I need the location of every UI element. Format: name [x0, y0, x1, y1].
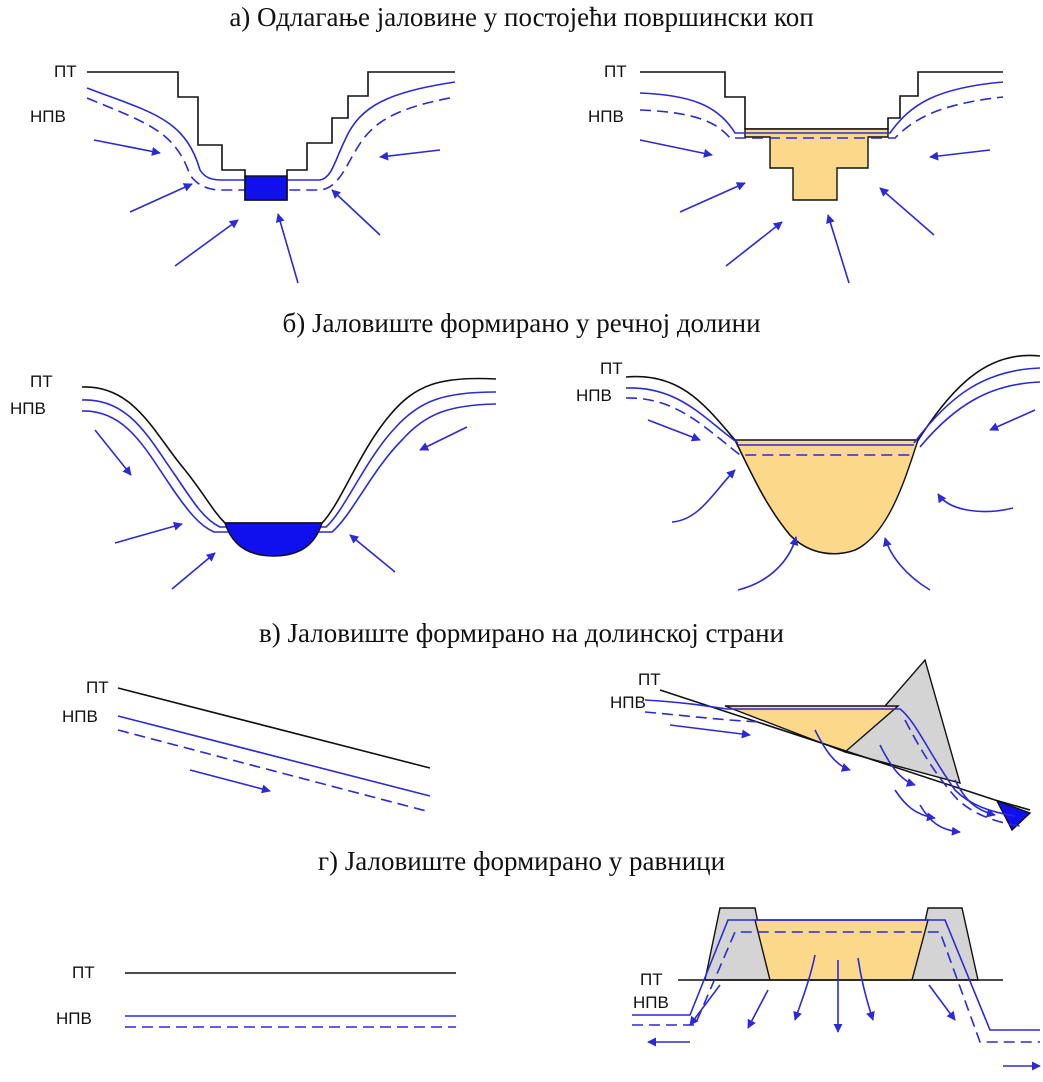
groundwater-level-line [632, 919, 1040, 1031]
seepage-arrow [928, 984, 956, 1021]
section-a-existing-pit: ПТ НПВ [30, 62, 456, 284]
inflow-arrow [929, 149, 991, 161]
terrain-label: ПТ [86, 678, 109, 697]
inflow-arrow [129, 183, 193, 213]
groundwater-label: НПВ [10, 399, 46, 418]
inflow-arrow [725, 221, 783, 267]
tailings-dam-left [704, 907, 771, 981]
section-a-filled-pit: ПТ НПВ [588, 62, 1004, 284]
seepage-arrow [954, 779, 996, 818]
terrain-label: ПТ [600, 359, 623, 378]
inflow-arrow [647, 419, 701, 442]
inflow-arrow [737, 536, 799, 591]
groundwater-level-dashed [639, 96, 1004, 139]
tailings-deposit [744, 128, 889, 201]
inflow-arrow [171, 552, 216, 590]
inflow-arrow [989, 409, 1036, 431]
inflow-arrow [419, 426, 468, 451]
groundwater-level-line [919, 381, 1041, 448]
groundwater-level-line [644, 699, 1016, 817]
section-b-valley-tailings: ПТ НПВ [576, 354, 1041, 591]
section-d-plain-tailings: ПТ НПВ [632, 907, 1041, 1071]
groundwater-level-dashed [625, 397, 912, 456]
terrain-line [117, 687, 431, 769]
inflow-arrow [174, 219, 239, 267]
section-d-plain: ПТ НПВ [56, 963, 456, 1028]
inflow-arrow [882, 537, 931, 591]
groundwater-label: НПВ [610, 693, 646, 712]
inflow-arrow [349, 534, 396, 573]
section-a-title: а) Одлагање јаловине у постојећи површин… [229, 2, 814, 32]
groundwater-label: НПВ [62, 707, 98, 726]
tailings-deposit [754, 919, 929, 981]
inflow-arrow [331, 189, 381, 236]
groundwater-level-dashed [86, 96, 456, 191]
seepage-arrow [814, 729, 851, 772]
inflow-arrow [114, 521, 183, 544]
inflow-arrow [379, 149, 441, 161]
groundwater-label: НПВ [56, 1009, 92, 1028]
inflow-arrow [94, 429, 132, 476]
section-d-title: г) Јаловиште формирано у равници [317, 846, 726, 876]
groundwater-level-dashed [632, 931, 1040, 1043]
terrain-line [659, 689, 996, 801]
terrain-line [640, 71, 1003, 130]
inflow-arrow [879, 187, 935, 236]
groundwater-level-dashed [644, 711, 761, 723]
section-b-river-valley: ПТ НПВ [10, 372, 497, 590]
seepage-arrow [793, 954, 816, 1021]
groundwater-level-line [86, 81, 456, 181]
seepage-arrow [747, 989, 769, 1029]
water-pool [244, 175, 288, 201]
groundwater-level-line [639, 81, 1004, 134]
section-c-title: в) Јаловиште формирано на долинској стра… [259, 618, 784, 648]
water-pool [224, 522, 323, 557]
seepage-arrow [857, 957, 875, 1021]
inflow-arrow [639, 139, 713, 158]
seepage-arrow [879, 744, 916, 787]
section-b-title: б) Јаловиште формирано у речној долини [282, 308, 761, 338]
tailings-deposit [733, 439, 919, 555]
groundwater-level-line [81, 391, 497, 528]
inflow-arrow [937, 493, 1014, 513]
flow-arrow [189, 769, 271, 794]
groundwater-label: НПВ [588, 107, 624, 126]
groundwater-label: НПВ [633, 993, 669, 1012]
terrain-label: ПТ [604, 62, 627, 81]
groundwater-label: НПВ [576, 386, 612, 405]
seepage-arrow [919, 804, 961, 836]
groundwater-level-line [913, 367, 1041, 444]
tailings-deposit [724, 705, 900, 753]
terrain-label: ПТ [54, 62, 77, 81]
inflow-arrow [826, 214, 850, 284]
terrain-label: ПТ [30, 372, 53, 391]
groundwater-level-line [625, 387, 739, 444]
section-c-valley-side-tailings: ПТ НПВ [610, 658, 1032, 836]
inflow-arrow [93, 139, 161, 156]
terrain-label: ПТ [638, 670, 661, 689]
flow-arrow [669, 724, 751, 739]
groundwater-level-line [81, 403, 497, 533]
section-c-valley-side: ПТ НПВ [62, 678, 431, 813]
seepage-arrow [894, 789, 936, 822]
inflow-arrow [679, 182, 746, 213]
groundwater-level-line [117, 715, 431, 797]
terrain-label: ПТ [640, 970, 663, 989]
groundwater-label: НПВ [30, 107, 66, 126]
groundwater-level-dashed [117, 729, 431, 813]
inflow-arrow [275, 213, 299, 284]
seepage-arrow [689, 984, 721, 1026]
inflow-arrow [671, 469, 736, 523]
groundwater-level-dashed [904, 719, 1021, 827]
terrain-label: ПТ [72, 963, 95, 982]
